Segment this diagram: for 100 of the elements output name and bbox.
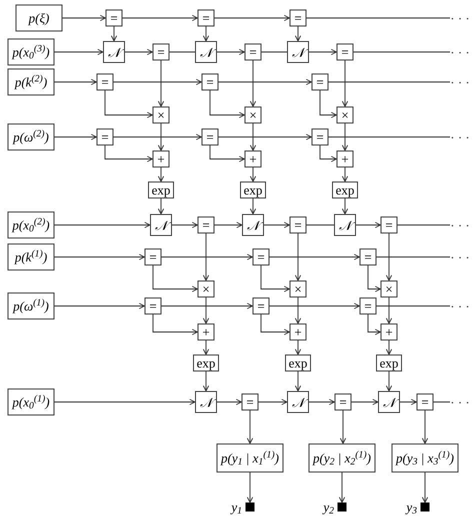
arrow (210, 90, 245, 118)
operator-node: + (244, 150, 262, 168)
arrow (260, 314, 290, 336)
gaussian-factor-box: 𝒩 (103, 41, 125, 63)
operator-node: × (244, 106, 262, 124)
arrow (113, 134, 202, 140)
operator-node: × (380, 280, 398, 298)
observation-label: y$_{2}$ (323, 500, 334, 514)
arrow (264, 222, 290, 228)
equality-node: = (290, 10, 306, 26)
arrow (342, 60, 348, 107)
arrow (54, 254, 145, 260)
ellipsis: · · · (450, 12, 470, 24)
equality-node: = (290, 216, 306, 234)
arrow (250, 198, 256, 214)
arrow (214, 14, 290, 22)
gaussian-factor-box: 𝒩 (378, 391, 400, 413)
prior-factor-box: p(ω$^{(2)}$) (8, 124, 54, 150)
operator-node: × (198, 280, 214, 298)
prior-factor-box: p(k$^{(1)}$) (8, 244, 54, 270)
ellipsis: · · · (450, 46, 470, 58)
arrow (422, 410, 428, 444)
arrow (422, 472, 428, 503)
observation-label: y$_{3}$ (406, 500, 417, 514)
equality-node: = (106, 10, 122, 26)
connector-line (328, 136, 450, 138)
arrow (368, 314, 381, 336)
exp-node: exp (193, 354, 219, 372)
arrow (269, 254, 360, 260)
arrow (54, 302, 145, 310)
arrow (386, 371, 392, 392)
likelihood-factor-box: p(y$_{2}$ | x$_{2}$$^{(1)}$) (308, 444, 376, 472)
equality-node: = (416, 394, 434, 410)
observation-label: y$_{1}$ (231, 500, 242, 514)
equality-node: = (252, 298, 270, 314)
arrow (342, 167, 348, 182)
exp-node: exp (376, 354, 402, 372)
arrow (158, 167, 164, 182)
arrow (250, 167, 256, 182)
arrow (152, 314, 198, 336)
exp-node: exp (332, 182, 358, 198)
connector-line (376, 256, 450, 258)
equality-node: = (152, 44, 170, 60)
likelihood-factor-box: p(y$_{3}$ | x$_{3}$$^{(1)}$) (392, 444, 458, 472)
equality-node: = (198, 216, 214, 234)
arrow (218, 134, 312, 140)
arrow (158, 60, 164, 107)
likelihood-factor-box: p(y$_{1}$ | x$_{1}$$^{(1)}$) (216, 444, 284, 472)
equality-node: = (312, 74, 328, 90)
arrow (124, 48, 153, 56)
arrow (161, 254, 253, 260)
arrow (294, 340, 302, 355)
arrow (340, 410, 346, 444)
arrow (54, 398, 196, 406)
operator-node: × (336, 106, 354, 124)
operator-node: + (380, 324, 398, 340)
arrow (386, 340, 392, 355)
arrow (216, 398, 242, 406)
arrow (308, 398, 335, 406)
arrow (250, 123, 256, 151)
arrow (400, 398, 417, 406)
arrow (386, 297, 392, 324)
ellipsis: · · · (450, 251, 470, 263)
arrow (342, 123, 348, 151)
prior-factor-box: p(x$_{0}$$^{(1)}$) (8, 388, 54, 416)
arrow (113, 78, 202, 86)
gaussian-factor-box: 𝒩 (287, 41, 309, 63)
gaussian-factor-box: 𝒩 (150, 214, 172, 236)
operator-node: × (152, 106, 170, 124)
arrow (338, 472, 346, 503)
operator-node: + (152, 150, 170, 168)
prior-factor-box: p(x$_{0}$$^{(2)}$) (8, 212, 54, 238)
arrow (258, 398, 288, 406)
equality-node: = (96, 74, 114, 90)
operator-node: + (336, 150, 354, 168)
arrow (54, 222, 150, 228)
arrow (294, 26, 302, 42)
arrow (386, 233, 392, 281)
equality-node: = (144, 248, 162, 266)
arrow (104, 145, 153, 162)
arrow (202, 371, 210, 392)
exp-node: exp (148, 182, 174, 198)
equality-node: = (380, 216, 398, 234)
operator-node: + (198, 324, 214, 340)
equality-node: = (202, 74, 218, 90)
arrow (356, 222, 381, 228)
arrow (218, 78, 312, 86)
ellipsis: · · · (450, 131, 470, 143)
arrow (260, 265, 290, 292)
equality-node: = (312, 128, 328, 146)
arrow (202, 233, 210, 281)
ellipsis: · · · (450, 300, 470, 312)
equality-node: = (360, 248, 376, 266)
arrow (246, 410, 254, 444)
equality-node: = (244, 44, 262, 60)
arrow (202, 26, 210, 42)
arrow (122, 14, 198, 22)
prior-factor-box: p(x$_{0}$$^{(3)}$) (8, 38, 54, 66)
arrow (172, 222, 198, 228)
ellipsis: · · · (450, 76, 470, 88)
